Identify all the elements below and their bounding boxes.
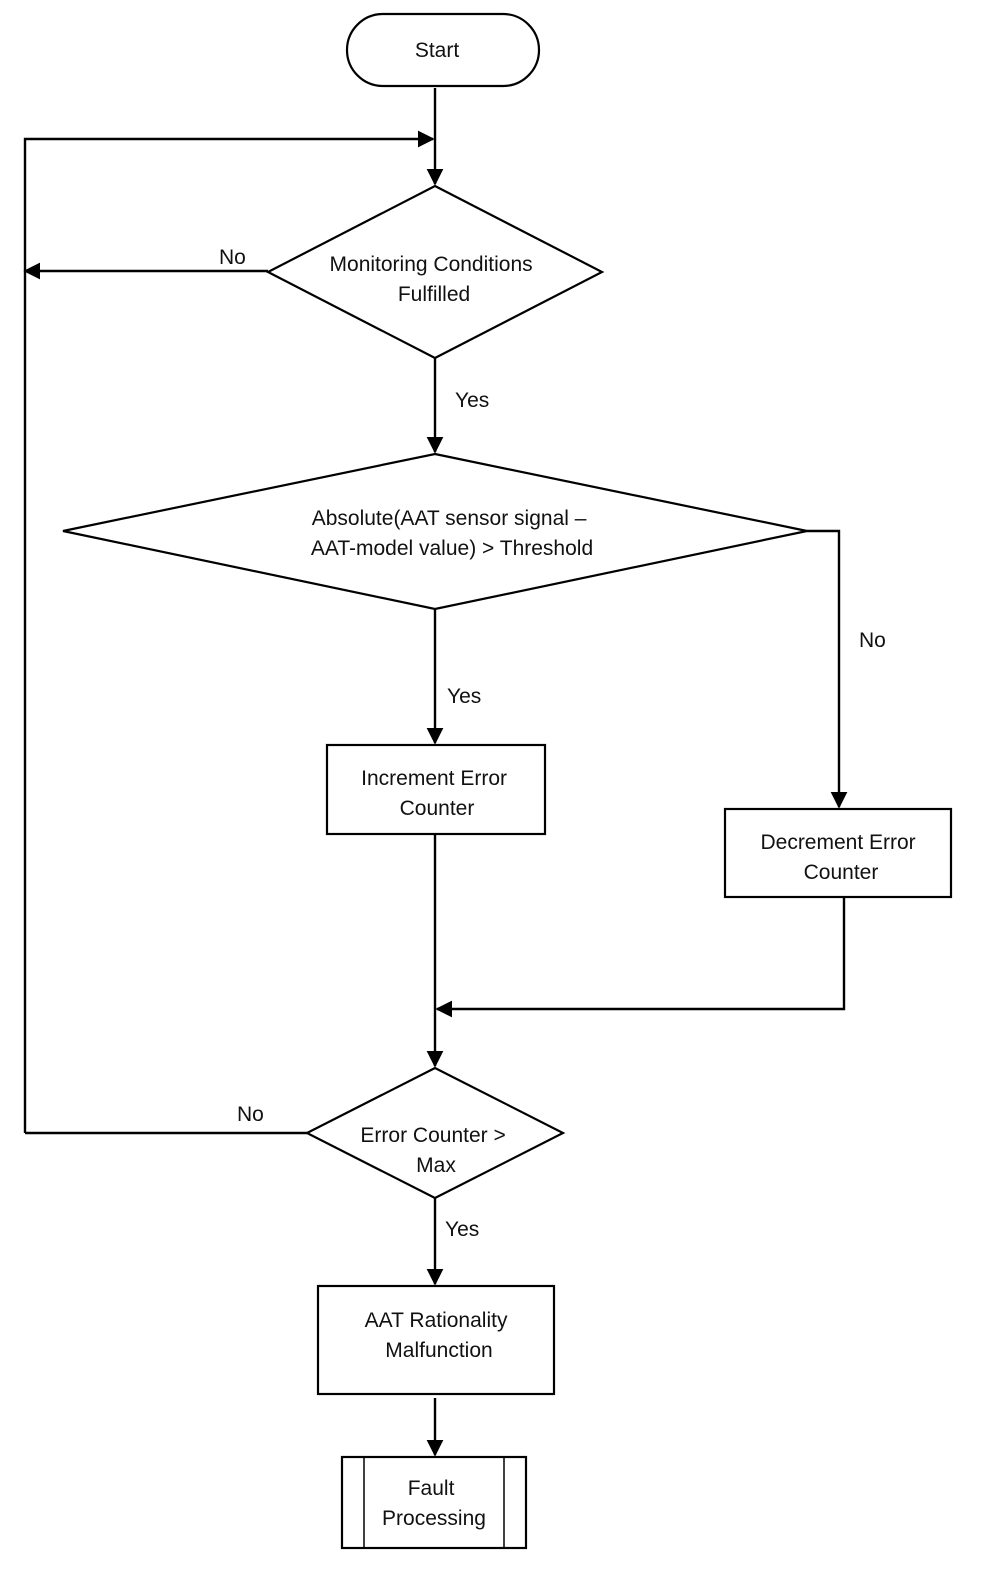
fault-predefined-process (340, 1455, 528, 1550)
threshold-no-label: No (859, 629, 886, 652)
error-max-no-label: No (237, 1103, 264, 1126)
monitoring-yes-label: Yes (455, 389, 489, 412)
start-label: Start (415, 39, 460, 62)
malfunction-process (316, 1284, 556, 1396)
edge-decrement-merge (435, 897, 846, 1018)
increment-label: Increment Error Counter (361, 767, 513, 820)
error-max-label: Error Counter > Max (360, 1124, 511, 1177)
decrement-label: Decrement Error Counter (760, 831, 921, 884)
threshold-decision (62, 452, 808, 611)
edge-threshold-no (807, 529, 848, 809)
malfunction-label: AAT Rationality Malfunction (365, 1309, 514, 1362)
monitoring-label: Monitoring Conditions Fulfilled (330, 253, 539, 306)
error-max-yes-label: Yes (445, 1218, 479, 1241)
threshold-yes-label: Yes (447, 685, 481, 708)
fault-label: Fault Processing (382, 1477, 486, 1530)
increment-process (325, 743, 547, 836)
start-terminal (345, 12, 541, 88)
edge-loopback-top (23, 130, 435, 1133)
monitoring-no-label: No (219, 246, 246, 269)
decrement-process (723, 807, 953, 899)
threshold-label: Absolute(AAT sensor signal – AAT-model v… (311, 507, 593, 560)
